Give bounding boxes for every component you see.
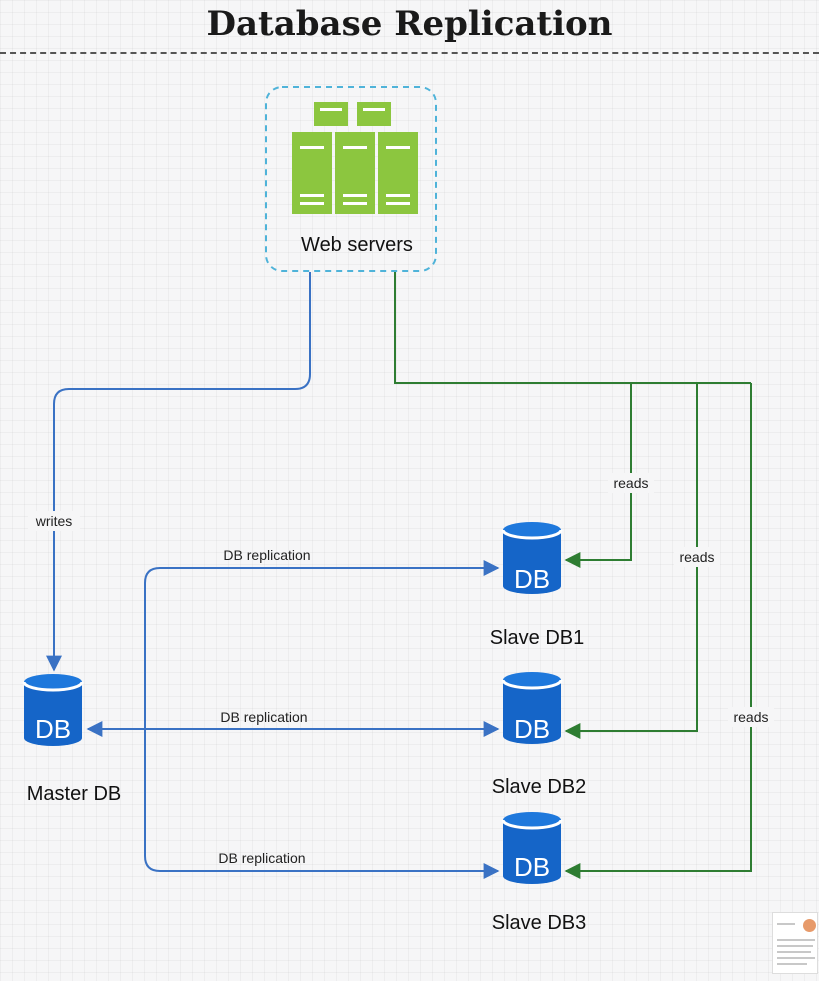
web-servers-boundary (265, 86, 437, 272)
reads-label-slave1: reads (613, 475, 648, 491)
slave-db3-label: Slave DB3 (492, 912, 587, 934)
reads-label-slave3: reads (733, 709, 768, 725)
writes-label: writes (35, 513, 73, 529)
slave-db2-label: Slave DB2 (492, 776, 587, 798)
master-db-node: DB Master DB (22, 672, 121, 805)
server-rack-icon (292, 102, 418, 214)
master-db-label: Master DB (27, 783, 121, 805)
thumbnail-line (777, 923, 795, 925)
writes-label-bg (28, 511, 80, 531)
master-db-icon-text: DB (35, 714, 71, 744)
title-divider (0, 52, 819, 54)
slave-db3-node: DB Slave DB3 (492, 810, 587, 934)
page-title: Database Replication (206, 4, 613, 44)
slave-db3-icon-text: DB (514, 852, 550, 882)
presenter-thumbnail (772, 912, 818, 974)
reads-label-slave2: reads (679, 549, 714, 565)
replication-label-slave3: DB replication (218, 850, 305, 866)
thumbnail-line (777, 963, 807, 965)
slave-db1-label: Slave DB1 (490, 627, 585, 649)
replication-edge-slave1 (144, 560, 500, 732)
web-servers-label: Web servers (301, 234, 413, 256)
reads-edge-slave2 (564, 383, 698, 739)
thumbnail-line (777, 939, 815, 941)
replication-label-slave2: DB replication (220, 709, 307, 725)
thumbnail-line (777, 951, 811, 953)
replication-label-slave1: DB replication (223, 547, 310, 563)
web-servers-node: Web servers (265, 86, 437, 272)
thumbnail-avatar-icon (803, 919, 816, 932)
reads-edge-slave3 (564, 383, 752, 879)
reads-trunk-edge (394, 272, 751, 384)
thumbnail-line (777, 957, 815, 959)
slave-db1-icon-text: DB (514, 564, 550, 594)
slave-db1-node: DB Slave DB1 (490, 520, 585, 649)
writes-edge (46, 272, 311, 672)
reads-label-bg-3 (728, 707, 774, 727)
slave-db2-node: DB Slave DB2 (492, 670, 587, 798)
reads-label-bg-2 (674, 547, 720, 567)
slave-db2-icon-text: DB (514, 714, 550, 744)
replication-edge-slave3 (144, 726, 500, 879)
reads-edge-slave1 (564, 383, 632, 568)
thumbnail-line (777, 945, 813, 947)
reads-label-bg-1 (608, 473, 654, 493)
